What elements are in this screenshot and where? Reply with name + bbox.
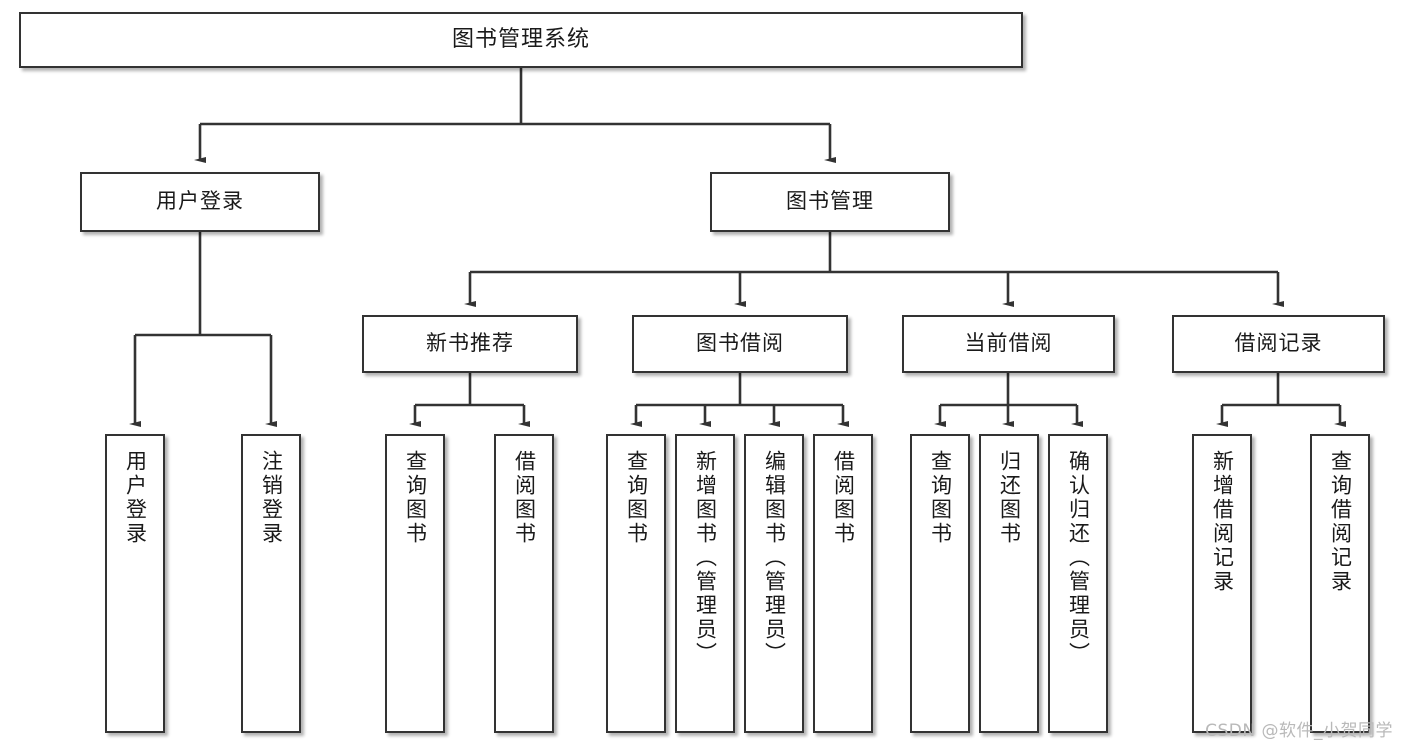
node-leaf-return-book-label: 归还图书 bbox=[997, 450, 1022, 546]
node-leaf-query-book-current-label: 查询图书 bbox=[928, 450, 953, 546]
node-leaf-logout[interactable]: 注销登录 bbox=[241, 434, 301, 733]
node-root[interactable]: 图书管理系统 bbox=[19, 12, 1023, 68]
node-book-manage-label: 图书管理 bbox=[786, 189, 874, 214]
node-leaf-query-book-rec[interactable]: 查询图书 bbox=[385, 434, 445, 733]
node-leaf-add-book-admin[interactable]: 新增图书（管理员） bbox=[675, 434, 735, 733]
node-leaf-query-book-borrow-label: 查询图书 bbox=[624, 450, 649, 546]
node-leaf-borrow-book-rec[interactable]: 借阅图书 bbox=[494, 434, 554, 733]
node-leaf-query-book-borrow[interactable]: 查询图书 bbox=[606, 434, 666, 733]
node-leaf-borrow-book-rec-label: 借阅图书 bbox=[512, 450, 537, 546]
node-current-borrow-label: 当前借阅 bbox=[964, 331, 1053, 356]
node-leaf-confirm-return-admin-label: 确认归还（管理员） bbox=[1066, 450, 1091, 666]
node-leaf-query-book-current[interactable]: 查询图书 bbox=[910, 434, 970, 733]
node-book-borrow-label: 图书借阅 bbox=[696, 331, 784, 356]
node-root-label: 图书管理系统 bbox=[451, 26, 590, 52]
node-leaf-confirm-return-admin[interactable]: 确认归还（管理员） bbox=[1048, 434, 1108, 733]
node-current-borrow[interactable]: 当前借阅 bbox=[902, 315, 1115, 373]
node-leaf-add-borrow-record-label: 新增借阅记录 bbox=[1210, 450, 1235, 594]
node-leaf-user-login-label: 用户登录 bbox=[123, 450, 148, 546]
node-leaf-add-borrow-record[interactable]: 新增借阅记录 bbox=[1192, 434, 1252, 733]
node-leaf-borrow-book[interactable]: 借阅图书 bbox=[813, 434, 873, 733]
node-borrow-record-label: 借阅记录 bbox=[1234, 331, 1323, 356]
node-leaf-logout-label: 注销登录 bbox=[259, 450, 284, 546]
node-new-book-rec[interactable]: 新书推荐 bbox=[362, 315, 578, 373]
node-leaf-add-book-admin-label: 新增图书（管理员） bbox=[693, 450, 718, 666]
node-book-borrow[interactable]: 图书借阅 bbox=[632, 315, 848, 373]
node-leaf-query-book-rec-label: 查询图书 bbox=[403, 450, 428, 546]
node-book-manage[interactable]: 图书管理 bbox=[710, 172, 950, 232]
node-leaf-edit-book-admin-label: 编辑图书（管理员） bbox=[762, 450, 787, 666]
node-leaf-return-book[interactable]: 归还图书 bbox=[979, 434, 1039, 733]
node-leaf-edit-book-admin[interactable]: 编辑图书（管理员） bbox=[744, 434, 804, 733]
node-leaf-user-login[interactable]: 用户登录 bbox=[105, 434, 165, 733]
node-borrow-record[interactable]: 借阅记录 bbox=[1172, 315, 1385, 373]
node-leaf-query-borrow-record[interactable]: 查询借阅记录 bbox=[1310, 434, 1370, 733]
node-leaf-borrow-book-label: 借阅图书 bbox=[831, 450, 856, 546]
node-user-login-label: 用户登录 bbox=[156, 189, 244, 214]
watermark: CSDN @软件_小贺同学 bbox=[1205, 721, 1393, 741]
node-leaf-query-borrow-record-label: 查询借阅记录 bbox=[1328, 450, 1353, 594]
node-new-book-rec-label: 新书推荐 bbox=[426, 331, 514, 356]
node-user-login[interactable]: 用户登录 bbox=[80, 172, 320, 232]
